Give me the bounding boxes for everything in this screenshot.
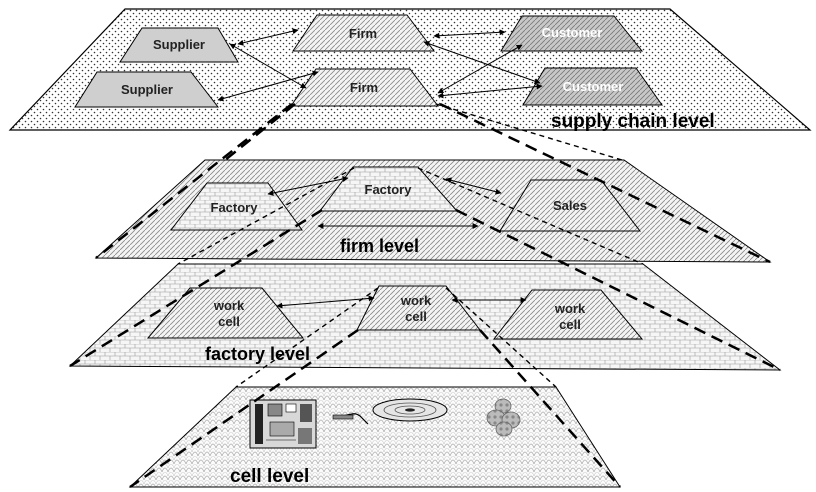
factory-arrows [276, 295, 527, 309]
work-cell-label: work [213, 298, 245, 313]
work-cell-label: work [554, 301, 586, 316]
factory-level: work cell work cell work cell factory le… [68, 263, 782, 371]
customer-label: Customer [563, 79, 624, 94]
work-cell-node-left: work cell [146, 287, 305, 339]
work-cell-label: cell [405, 309, 427, 324]
cell-level-label: cell level [230, 466, 309, 487]
factory-level-label: factory level [205, 344, 310, 364]
cell-plane [128, 386, 621, 488]
disk-drive-icon [332, 398, 448, 425]
work-cell-node-center: work cell [356, 285, 482, 331]
firm-arrows [267, 176, 502, 229]
gear-cluster-icon [486, 398, 521, 437]
work-cell-label: work [400, 293, 432, 308]
supply-chain-level-label: supply chain level [551, 111, 715, 132]
factory-label: Factory [211, 200, 259, 215]
circuit-board-icon [249, 399, 317, 449]
firm-label: Firm [349, 26, 377, 41]
customer-label: Customer [542, 25, 603, 40]
cell-level: cell level [128, 386, 621, 488]
work-cell-label: cell [559, 317, 581, 332]
supplier-label: Supplier [153, 37, 205, 52]
work-cell-node-right: work cell [492, 289, 644, 340]
supply-chain-arrows [217, 28, 543, 102]
zoom-lines [69, 102, 781, 489]
customer-node-bottom: Customer [522, 67, 663, 106]
supplier-node-top: Supplier [119, 27, 239, 63]
supplier-node-bottom: Supplier [74, 71, 220, 108]
firm-level-label: firm level [340, 236, 419, 256]
supply-chain-level: Supplier Supplier Firm Firm Customer Cus… [8, 8, 812, 132]
firm-label: Firm [350, 80, 378, 95]
work-cell-label: cell [218, 314, 240, 329]
factory-label: Factory [365, 182, 413, 197]
firm-level: Factory Factory Sales firm level [94, 159, 772, 263]
sales-label: Sales [553, 198, 587, 213]
supplier-label: Supplier [121, 82, 173, 97]
